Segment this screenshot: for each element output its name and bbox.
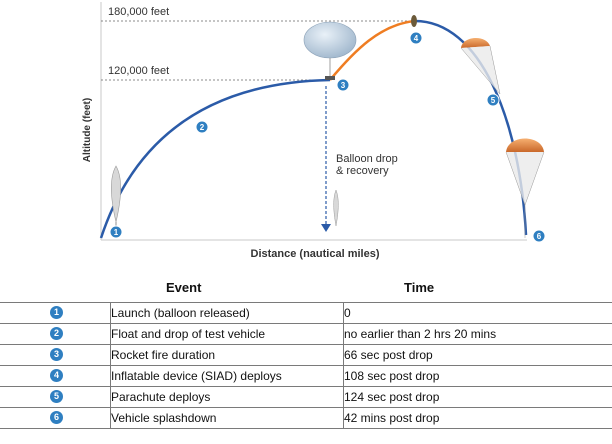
time-column-header: Time — [404, 280, 435, 295]
event-column-header: Event — [166, 280, 202, 295]
time-cell: 124 sec post drop — [343, 386, 612, 408]
altitude-180k-label: 180,000 feet — [108, 6, 169, 18]
vehicle-apogee-icon — [411, 15, 417, 27]
time-cell: 66 sec post drop — [343, 344, 612, 366]
drop-arrow-head — [321, 224, 331, 232]
event-cell: Vehicle splashdown — [110, 407, 344, 429]
float-balloon-icon — [303, 21, 357, 80]
event-number-badge: 3 — [50, 348, 63, 361]
events-table: 1 Launch (balloon released) 0 2 Float an… — [0, 302, 612, 429]
time-cell: no earlier than 2 hrs 20 mins — [343, 323, 612, 345]
time-cell: 42 mins post drop — [343, 407, 612, 429]
event-number-badge: 5 — [50, 390, 63, 403]
ascent-path — [99, 78, 331, 239]
altitude-120k-label: 120,000 feet — [108, 65, 169, 77]
event-number-badge: 4 — [50, 369, 63, 382]
table-row: 3 Rocket fire duration 66 sec post drop — [0, 344, 612, 366]
diagram-marker-1: 1 — [109, 225, 123, 239]
time-cell: 0 — [343, 302, 612, 324]
parachute-deploy-icon — [460, 37, 501, 95]
table-row: 4 Inflatable device (SIAD) deploys 108 s… — [0, 365, 612, 387]
dropped-balloon-icon — [333, 189, 339, 227]
x-axis-label: Distance (nautical miles) — [251, 248, 380, 260]
svg-text:2: 2 — [200, 123, 205, 132]
launch-balloon-icon — [111, 165, 121, 228]
event-number-badge: 2 — [50, 327, 63, 340]
event-cell: Inflatable device (SIAD) deploys — [110, 365, 344, 387]
y-axis-label: Altitude (feet) — [82, 98, 93, 162]
event-cell: Rocket fire duration — [110, 344, 344, 366]
diagram-marker-2: 2 — [195, 120, 209, 134]
svg-text:3: 3 — [341, 81, 346, 90]
svg-text:1: 1 — [114, 228, 119, 237]
event-cell: Parachute deploys — [110, 386, 344, 408]
table-row: 5 Parachute deploys 124 sec post drop — [0, 386, 612, 408]
table-row: 1 Launch (balloon released) 0 — [0, 302, 612, 324]
flight-profile-diagram: 180,000 feet 120,000 feet Altitude (feet… — [82, 2, 546, 260]
parachute-splashdown-icon — [505, 138, 545, 238]
table-row: 2 Float and drop of test vehicle no earl… — [0, 323, 612, 345]
diagram-marker-5: 5 — [486, 93, 500, 107]
table-row: 6 Vehicle splashdown 42 mins post drop — [0, 407, 612, 429]
svg-text:4: 4 — [414, 34, 419, 43]
svg-text:5: 5 — [491, 96, 496, 105]
event-number-badge: 6 — [50, 411, 63, 424]
diagram-marker-3: 3 — [336, 78, 350, 92]
event-cell: Float and drop of test vehicle — [110, 323, 344, 345]
time-cell: 108 sec post drop — [343, 365, 612, 387]
drop-label-line2: & recovery — [336, 165, 389, 177]
event-cell: Launch (balloon released) — [110, 302, 344, 324]
diagram-marker-4: 4 — [409, 31, 423, 45]
rocket-path — [329, 19, 415, 81]
diagram-marker-6: 6 — [532, 229, 546, 243]
event-number-badge: 1 — [50, 306, 63, 319]
drop-label-line1: Balloon drop — [336, 153, 398, 165]
svg-text:6: 6 — [537, 232, 542, 241]
